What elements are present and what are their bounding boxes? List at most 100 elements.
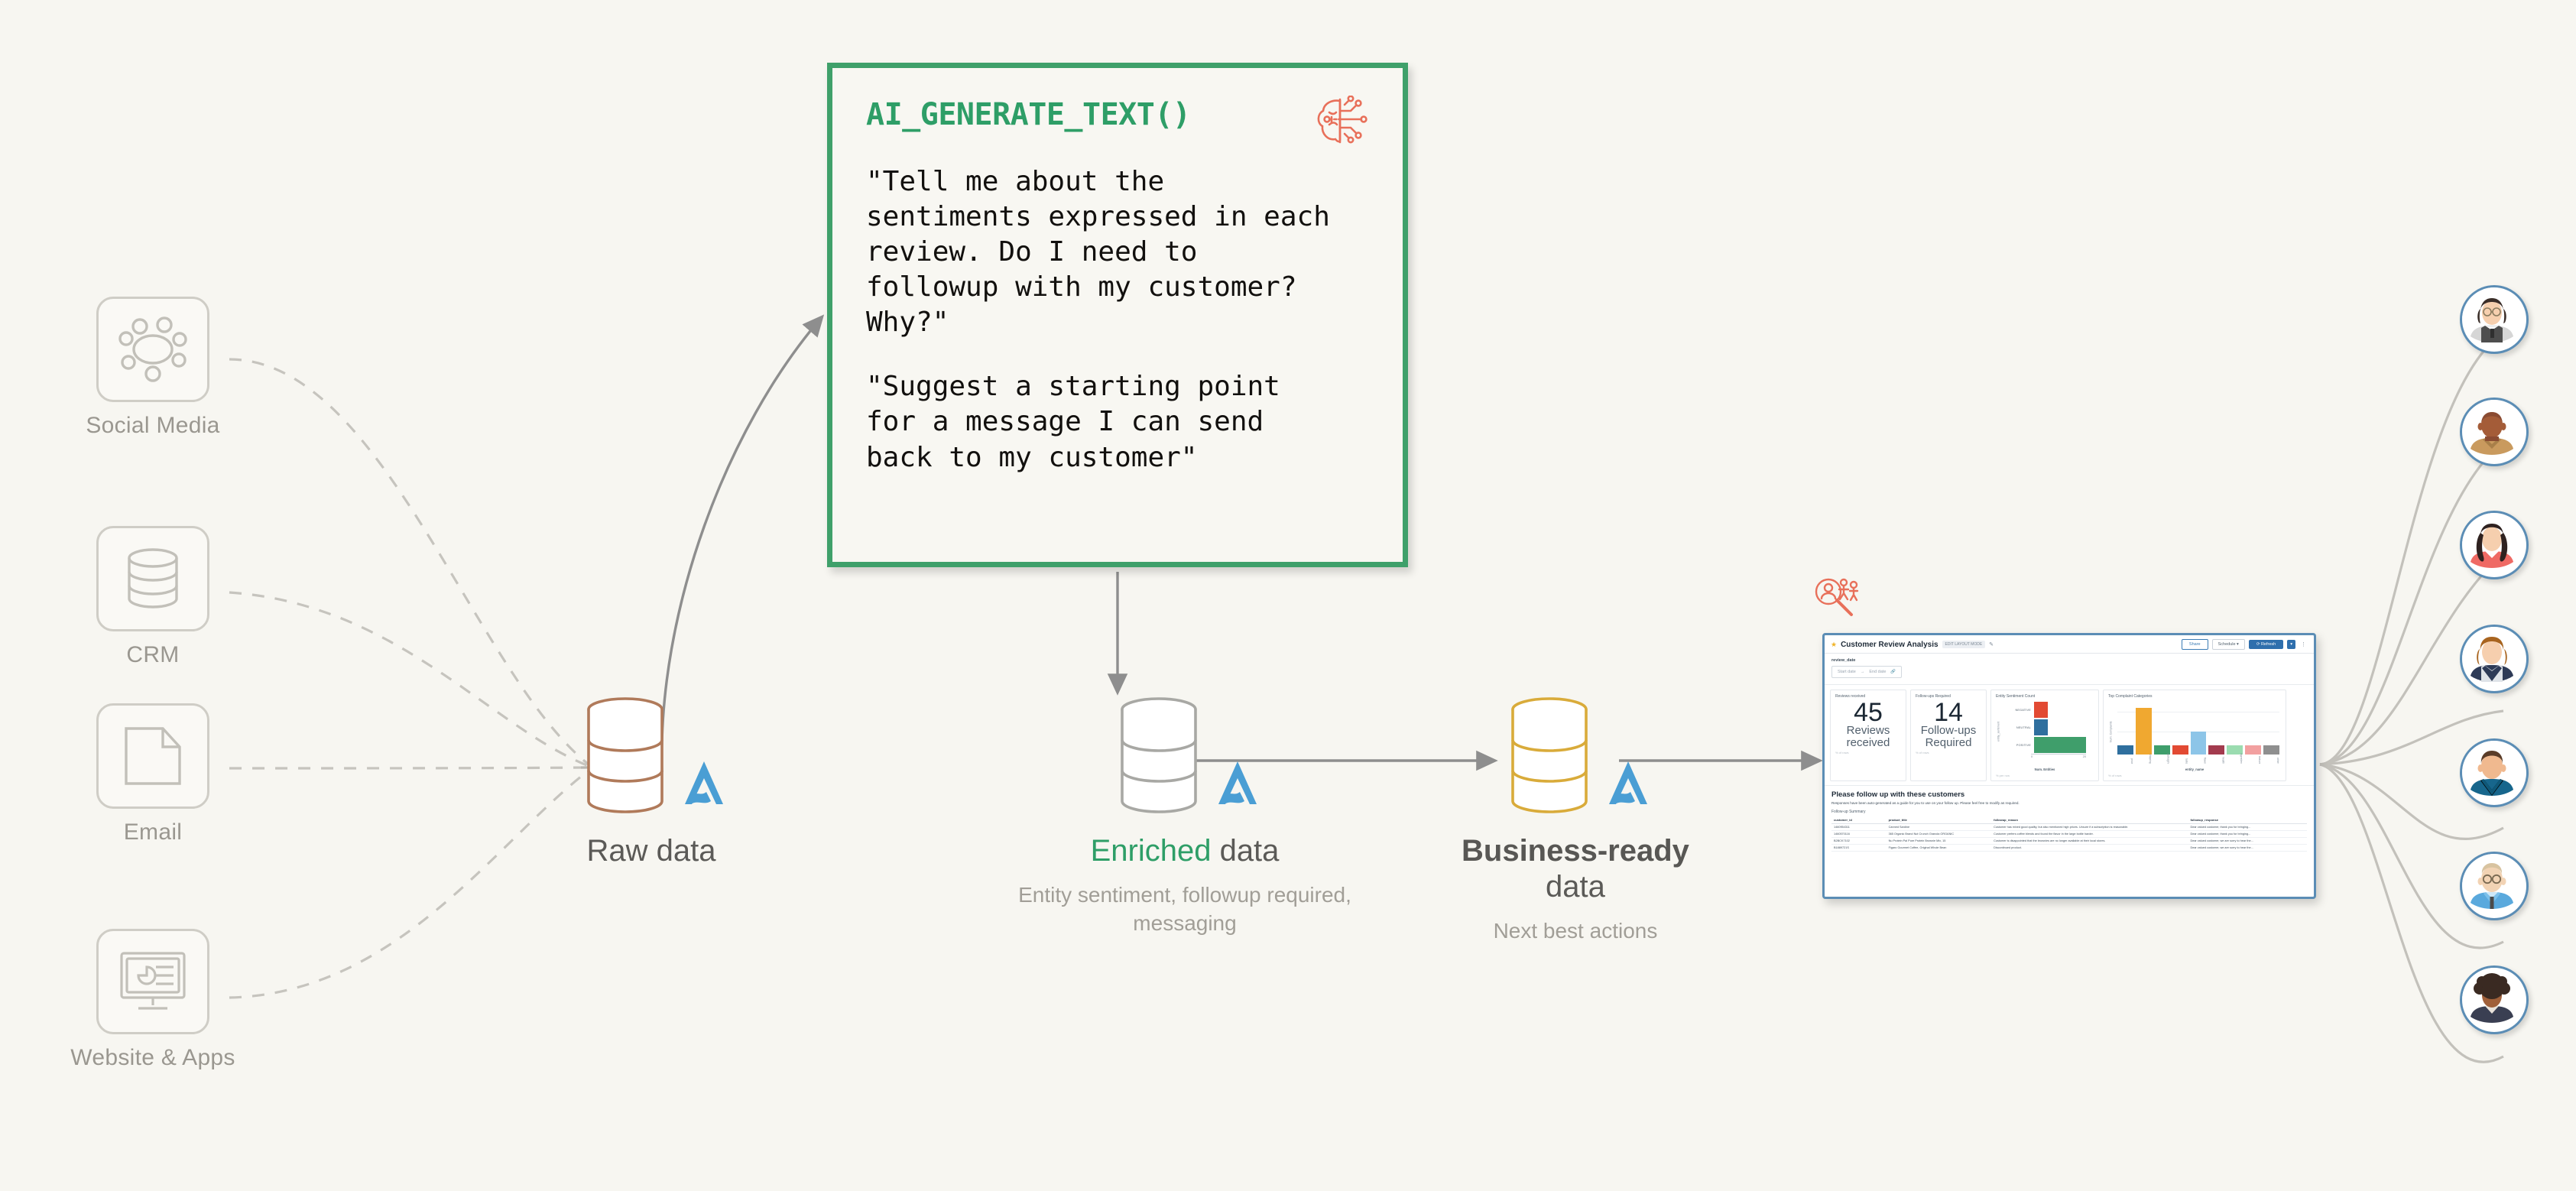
- chart-card-top-complaints[interactable]: Top Complaint Categories Num. Complaints: [2103, 690, 2286, 781]
- source-node-social-media[interactable]: Social Media: [76, 297, 229, 439]
- edit-pencil-icon[interactable]: ✎: [1989, 642, 1994, 647]
- chart-xlabel: entity_name: [2185, 767, 2205, 771]
- ai-brain-circuit-icon: [1314, 95, 1369, 150]
- kpi-footer: % of rows: [1916, 750, 1929, 755]
- x-tick: 20: [2082, 755, 2086, 758]
- monitor-dashboard-icon: [96, 929, 209, 1034]
- followup-table[interactable]: customer_id product_title followup_reaso…: [1831, 816, 2307, 852]
- source-node-website-apps[interactable]: Website & Apps: [70, 929, 235, 1071]
- kpi-value: 45: [1854, 698, 1883, 727]
- bar-negative: [2034, 702, 2048, 718]
- kpi-header: Reviews received: [1835, 694, 1866, 699]
- date-range-input[interactable]: Start date → End date 🔗: [1831, 666, 1903, 678]
- bar-shipping: [2135, 708, 2152, 755]
- kpi-caption: Follow-ups Required: [1920, 724, 1977, 749]
- databricks-logo-icon: [685, 761, 723, 804]
- stage-title-tail: data: [1546, 870, 1605, 904]
- chart-xlabel: Num. Entities: [2034, 767, 2055, 771]
- stage-title-accent: Enriched: [1090, 834, 1212, 868]
- customer-avatar-7[interactable]: [2460, 965, 2529, 1034]
- table-header-row: customer_id product_title followup_reaso…: [1831, 816, 2307, 825]
- kpi-header: Follow-ups Required: [1916, 694, 1951, 699]
- cell-response: Dear valued customer, thank you for brin…: [2188, 823, 2307, 832]
- customer-avatar-6[interactable]: [2460, 852, 2529, 920]
- dashboard-title: Customer Review Analysis: [1841, 640, 1938, 649]
- stage-enriched-data[interactable]: Enriched data Entity sentiment, followup…: [1017, 696, 1353, 937]
- x-tick: shipping: [2148, 754, 2152, 764]
- bar-health: [2208, 745, 2225, 755]
- refresh-button[interactable]: ⟳ Refresh: [2248, 640, 2284, 649]
- refresh-caret-button[interactable]: ▾: [2287, 640, 2295, 649]
- source-label: Email: [123, 819, 183, 845]
- followup-section: Please follow up with these customers Re…: [1825, 785, 2314, 855]
- customer-avatar-3[interactable]: [2460, 511, 2529, 579]
- column-header[interactable]: product_title: [1886, 816, 1992, 825]
- share-button[interactable]: Share: [2181, 639, 2208, 650]
- stage-subtitle: Next best actions: [1493, 919, 1658, 943]
- prompt-line-1: "Tell me about the sentiments expressed …: [866, 166, 1330, 339]
- bar-label: NEGATIVE: [2015, 708, 2031, 712]
- kpi-footer: % of rows: [1835, 750, 1849, 755]
- more-options-icon[interactable]: ⋮: [2301, 642, 2306, 647]
- prompt-line-2: "Suggest a starting point for a message …: [866, 371, 1280, 473]
- column-header[interactable]: customer_id: [1831, 816, 1887, 825]
- dashboard-window[interactable]: ★ Customer Review Analysis EDIT LAYOUT M…: [1822, 633, 2316, 899]
- dashboard-actions: Share Schedule ▾ ⟳ Refresh ▾ ⋮: [2181, 639, 2308, 650]
- calendar-link-icon[interactable]: 🔗: [1890, 670, 1896, 674]
- source-node-crm[interactable]: CRM: [76, 526, 229, 668]
- customer-avatar-1[interactable]: [2460, 285, 2529, 354]
- schedule-button[interactable]: Schedule ▾: [2211, 639, 2245, 650]
- x-tick: other: [2276, 758, 2280, 764]
- customer-avatar-2[interactable]: [2460, 398, 2529, 466]
- kpi-card-reviews-received[interactable]: Reviews received 45 Reviews received % o…: [1830, 690, 1906, 781]
- kpi-row: Reviews received 45 Reviews received % o…: [1825, 685, 2314, 785]
- cell-customer-id: B1889721S: [1831, 844, 1887, 852]
- column-header[interactable]: followup_response: [2188, 816, 2307, 825]
- database-icon: [96, 526, 209, 631]
- kpi-value: 14: [1934, 698, 1963, 727]
- social-network-icon: [96, 297, 209, 402]
- x-tick: flavor: [2203, 757, 2207, 764]
- column-header[interactable]: followup_reason: [1991, 816, 2188, 825]
- cell-product-title: Figaro Gourmet Coffee, Original Whole Be…: [1886, 844, 1992, 852]
- cell-product-title: Canned Sardine: [1886, 823, 1992, 832]
- cell-customer-id: 1460954311: [1831, 823, 1887, 832]
- bar-ingredients: [2227, 745, 2243, 755]
- cylinder-icon: [1511, 697, 1588, 813]
- x-tick: texture: [2258, 755, 2262, 764]
- stage-title: Enriched data: [1091, 833, 1280, 869]
- cylinder-icon: [587, 697, 663, 813]
- cell-reason: Customer has mixed good quality, but als…: [1991, 823, 2188, 832]
- bar-texture: [2245, 745, 2262, 755]
- source-label: Website & Apps: [70, 1045, 235, 1070]
- cell-customer-id: 1460570116: [1831, 830, 1887, 839]
- x-tick-labels: 0 20: [2031, 754, 2086, 758]
- x-tick: price: [2130, 758, 2133, 764]
- star-icon[interactable]: ★: [1831, 640, 1838, 648]
- cell-reason: Customer is disappointed that the browni…: [1991, 837, 2188, 845]
- customer-avatar-4[interactable]: [2460, 625, 2529, 693]
- bar-price: [2117, 745, 2133, 755]
- top-complaints-chart: Num. Complaints: [2108, 701, 2281, 771]
- bar-label: NEUTRAL: [2016, 725, 2031, 729]
- chart-title: Entity Sentiment Count: [1996, 694, 2036, 699]
- stage-title-rest: data: [1211, 834, 1280, 868]
- stage-raw-data[interactable]: Raw data: [575, 696, 728, 869]
- customer-avatar-5[interactable]: [2460, 738, 2529, 807]
- bar-other: [2263, 745, 2280, 755]
- kpi-card-followups-required[interactable]: Follow-ups Required 14 Follow-ups Requir…: [1910, 690, 1987, 781]
- cell-customer-id: B2BCK7102: [1831, 837, 1887, 845]
- source-label: Social Media: [86, 413, 220, 438]
- databricks-logo-icon: [1218, 761, 1257, 804]
- bar-row: NEGATIVE: [2002, 701, 2094, 719]
- chart-card-entity-sentiment[interactable]: Entity Sentiment Count entity_sentiment …: [1990, 690, 2099, 781]
- prompt-text-block: "Tell me about the sentiments expressed …: [866, 164, 1369, 475]
- source-node-email[interactable]: Email: [76, 703, 229, 845]
- cell-reason: Discontinued product.: [1991, 844, 2188, 852]
- document-icon: [96, 703, 209, 809]
- cell-reason: Customer prefers coffee blends and found…: [1991, 830, 2188, 839]
